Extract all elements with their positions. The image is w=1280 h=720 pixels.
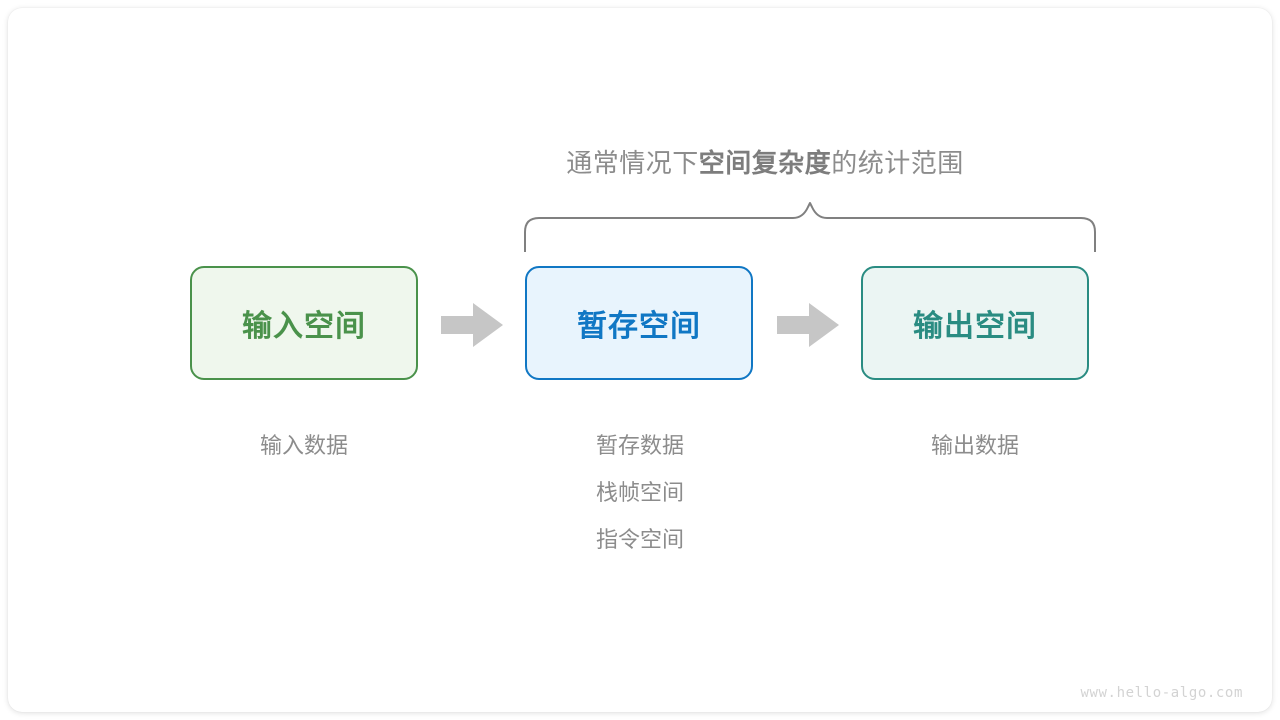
caption-suffix: 的统计范围 [831, 148, 964, 178]
label-item: 栈帧空间 [595, 480, 684, 505]
caption-prefix: 通常情况下 [566, 148, 699, 178]
brace-caption: 通常情况下空间复杂度的统计范围 [0, 146, 1280, 180]
label-item: 暂存数据 [595, 433, 684, 458]
label-item: 指令空间 [595, 527, 684, 552]
labels-output-space: 输出数据 [845, 422, 1105, 469]
box-temp-space-label: 暂存空间 [577, 310, 701, 343]
label-item: 输出数据 [930, 433, 1019, 458]
labels-temp-space: 暂存数据 栈帧空间 指令空间 [510, 422, 770, 563]
box-input-space-label: 输入空间 [242, 310, 366, 343]
curly-brace-icon [524, 202, 1096, 252]
watermark: www.hello-algo.com [1080, 685, 1243, 701]
labels-input-space: 输入数据 [174, 422, 434, 469]
box-input-space[interactable]: 输入空间 [190, 266, 418, 380]
caption-emphasis: 空间复杂度 [698, 148, 832, 178]
box-output-space-label: 输出空间 [913, 310, 1037, 343]
box-temp-space[interactable]: 暂存空间 [525, 266, 753, 380]
arrow-right-icon [441, 303, 503, 347]
label-item: 输入数据 [259, 433, 348, 458]
arrow-right-icon [777, 303, 839, 347]
box-output-space[interactable]: 输出空间 [861, 266, 1089, 380]
